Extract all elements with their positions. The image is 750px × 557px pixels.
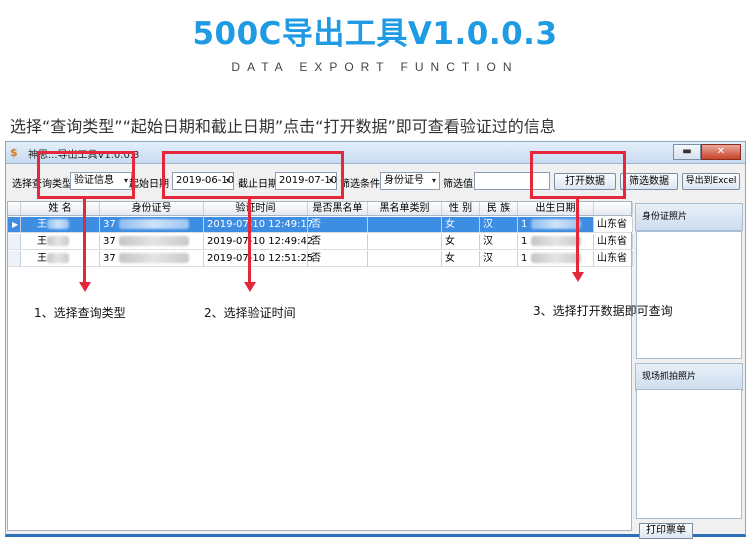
- table-header: 姓 名 身份证号 验证时间 是否黑名单 黑名单类别 性 别 民 族 出生日期: [8, 202, 633, 216]
- column-header[interactable]: 身份证号: [100, 202, 204, 215]
- table-row[interactable]: 王 37 2019-07-10 12:51:25 否 女 汉 1 山东省: [8, 251, 633, 267]
- cell-blacklist: 否: [308, 234, 368, 249]
- step-2-label: 2、选择验证时间: [204, 306, 296, 320]
- redacted-mask: [118, 219, 189, 229]
- highlight-query-type: [37, 151, 135, 199]
- end-date-value: 2019-07-10: [279, 175, 338, 186]
- redacted-mask: [118, 253, 189, 263]
- window-controls: ▬ ✕: [673, 144, 741, 160]
- cell-name: 王: [37, 253, 47, 264]
- column-header[interactable]: 验证时间: [204, 202, 308, 215]
- table-row[interactable]: 王 37 2019-07-10 12:49:42 否 女 汉 1 山东省: [8, 234, 633, 250]
- redacted-mask: [530, 236, 581, 246]
- photo-panel: 身份证照片 现场抓拍照片 打印票单: [635, 201, 743, 539]
- cell-ethnic: 汉: [480, 217, 518, 232]
- app-window: $ 神思...导出工具V1.0.0.3 ▬ ✕ 选择查询类型 验证信息 ▾ 起始…: [5, 141, 746, 539]
- capture-photo-frame: [636, 389, 742, 519]
- banner-subtitle: DATA EXPORT FUNCTION: [231, 60, 519, 74]
- cell-time: 2019-07-10 12:51:25: [204, 251, 313, 266]
- redacted-mask: [118, 236, 189, 246]
- redacted-mask: [47, 253, 69, 263]
- row-header[interactable]: ▶: [8, 217, 21, 232]
- chevron-down-icon: ▾: [123, 176, 128, 185]
- cell-ethnic: 汉: [480, 234, 518, 249]
- cell-time: 2019-07-10 12:49:17: [204, 217, 313, 232]
- filter-condition-label: 筛选条件: [340, 179, 380, 190]
- highlight-open-button: [530, 151, 626, 199]
- minimize-button[interactable]: ▬: [673, 144, 701, 160]
- cell-gender: 女: [442, 251, 480, 266]
- current-row-icon: ▶: [12, 220, 19, 229]
- cell-birth: 1: [521, 253, 528, 264]
- filter-data-button[interactable]: 筛选数据: [620, 173, 678, 190]
- redacted-mask: [47, 236, 69, 246]
- close-button[interactable]: ✕: [701, 144, 741, 160]
- cell-id: 37: [103, 236, 116, 247]
- row-header[interactable]: [8, 251, 21, 266]
- cell-birth: 1: [521, 236, 528, 247]
- id-photo-header: 身份证照片: [635, 203, 743, 231]
- instruction-text: 选择“查询类型”“起始日期和截止日期”点击“打开数据”即可查看验证过的信息: [10, 117, 556, 136]
- capture-photo-header: 现场抓拍照片: [635, 363, 743, 391]
- cell-ethnic: 汉: [480, 251, 518, 266]
- records-table: 姓 名 身份证号 验证时间 是否黑名单 黑名单类别 性 别 民 族 出生日期 ▶…: [7, 201, 633, 531]
- column-header[interactable]: 是否黑名单: [308, 202, 368, 215]
- query-type-label: 选择查询类型: [12, 179, 72, 190]
- app-logo-icon: $: [10, 146, 18, 159]
- cell-time: 2019-07-10 12:49:42: [204, 234, 313, 249]
- start-date-value: 2019-06-10: [176, 175, 235, 186]
- column-header[interactable]: [594, 202, 633, 215]
- cell-id: 37: [103, 219, 116, 230]
- table-row[interactable]: ▶ 王 37 2019-07-10 12:49:17 否 女 汉 1 山东省: [8, 217, 633, 233]
- window-title: 神思...导出工具V1.0.0.3: [28, 150, 140, 161]
- cell-address: 山东省: [594, 217, 633, 232]
- filter-condition-select[interactable]: 身份证号 ▾: [380, 172, 440, 190]
- header-corner: [8, 202, 21, 215]
- filter-value-label: 筛选值: [443, 179, 473, 190]
- cell-address: 山东省: [594, 251, 633, 266]
- cell-blacklist: 否: [308, 217, 368, 232]
- cell-name: 王: [37, 219, 47, 230]
- cell-gender: 女: [442, 234, 480, 249]
- filter-condition-value: 身份证号: [384, 175, 424, 186]
- step-1-label: 1、选择查询类型: [34, 306, 126, 320]
- title-bar: $ 神思...导出工具V1.0.0.3 ▬ ✕: [6, 142, 745, 164]
- cell-gender: 女: [442, 217, 480, 232]
- query-toolbar: 选择查询类型 验证信息 ▾ 起始日期 2019-06-10 ▾ 截止日期 201…: [6, 170, 745, 194]
- redacted-mask: [47, 219, 69, 229]
- step-3-label: 3、选择打开数据即可查询: [533, 304, 673, 318]
- chevron-down-icon: ▾: [431, 176, 436, 185]
- chevron-down-icon: ▾: [225, 176, 230, 185]
- redacted-mask: [530, 219, 581, 229]
- cell-address: 山东省: [594, 234, 633, 249]
- cell-blacklist: 否: [308, 251, 368, 266]
- chevron-down-icon: ▾: [328, 176, 333, 185]
- cell-id: 37: [103, 253, 116, 264]
- redacted-mask: [530, 253, 581, 263]
- row-header[interactable]: [8, 234, 21, 249]
- cell-blacklist-type: [368, 251, 442, 266]
- cell-blacklist-type: [368, 217, 442, 232]
- column-header[interactable]: 出生日期: [518, 202, 594, 215]
- start-date-picker[interactable]: 2019-06-10 ▾: [172, 172, 234, 190]
- cell-birth: 1: [521, 219, 528, 230]
- banner-title: 500C导出工具V1.0.0.3: [192, 16, 558, 52]
- print-receipt-button[interactable]: 打印票单: [639, 523, 693, 539]
- query-type-value: 验证信息: [74, 175, 114, 186]
- column-header[interactable]: 姓 名: [21, 202, 100, 215]
- query-type-select[interactable]: 验证信息 ▾: [70, 172, 132, 190]
- open-data-button[interactable]: 打开数据: [554, 173, 616, 190]
- cell-name: 王: [37, 236, 47, 247]
- id-photo-frame: [636, 231, 742, 359]
- column-header[interactable]: 黑名单类别: [368, 202, 442, 215]
- export-excel-button[interactable]: 导出到Excel: [682, 173, 740, 190]
- highlight-date-range: [162, 151, 344, 199]
- cell-blacklist-type: [368, 234, 442, 249]
- column-header[interactable]: 民 族: [480, 202, 518, 215]
- column-header[interactable]: 性 别: [442, 202, 480, 215]
- end-date-label: 截止日期: [238, 179, 278, 190]
- end-date-picker[interactable]: 2019-07-10 ▾: [275, 172, 337, 190]
- start-date-label: 起始日期: [129, 179, 169, 190]
